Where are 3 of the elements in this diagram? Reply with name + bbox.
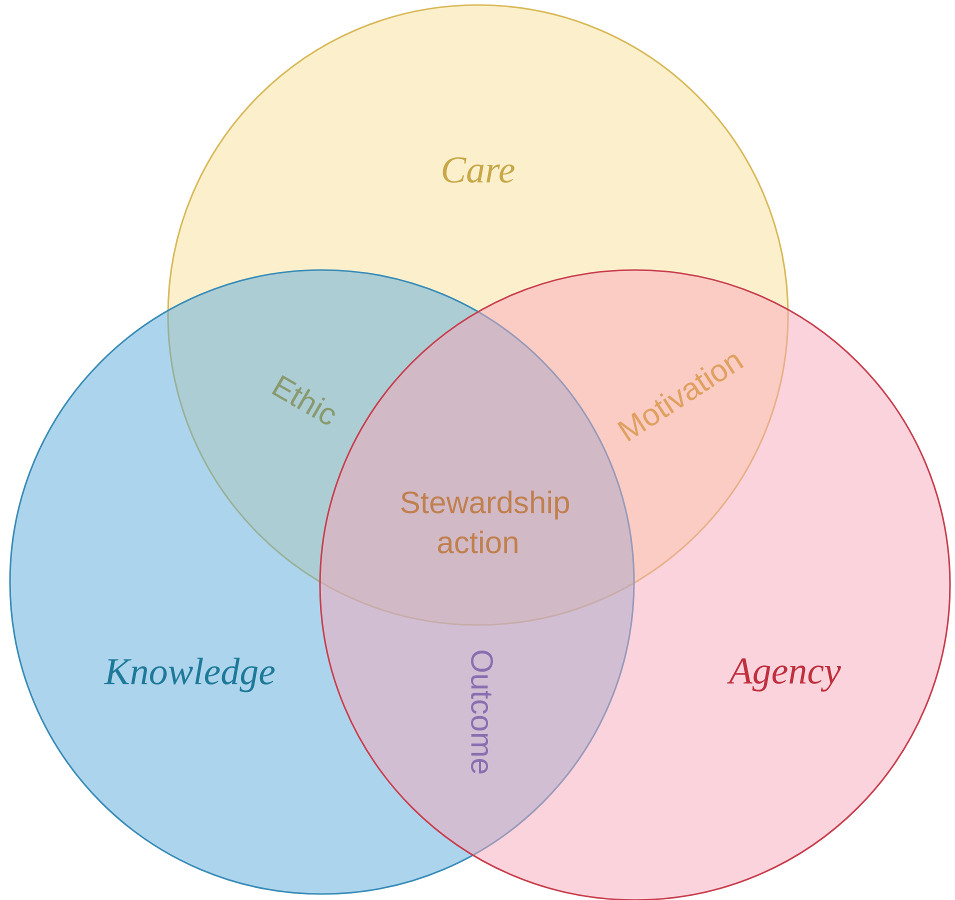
region-label: Ethic — [272, 375, 335, 425]
region-label: Outcome — [471, 650, 493, 774]
region-label: Stewardship action — [401, 490, 570, 554]
